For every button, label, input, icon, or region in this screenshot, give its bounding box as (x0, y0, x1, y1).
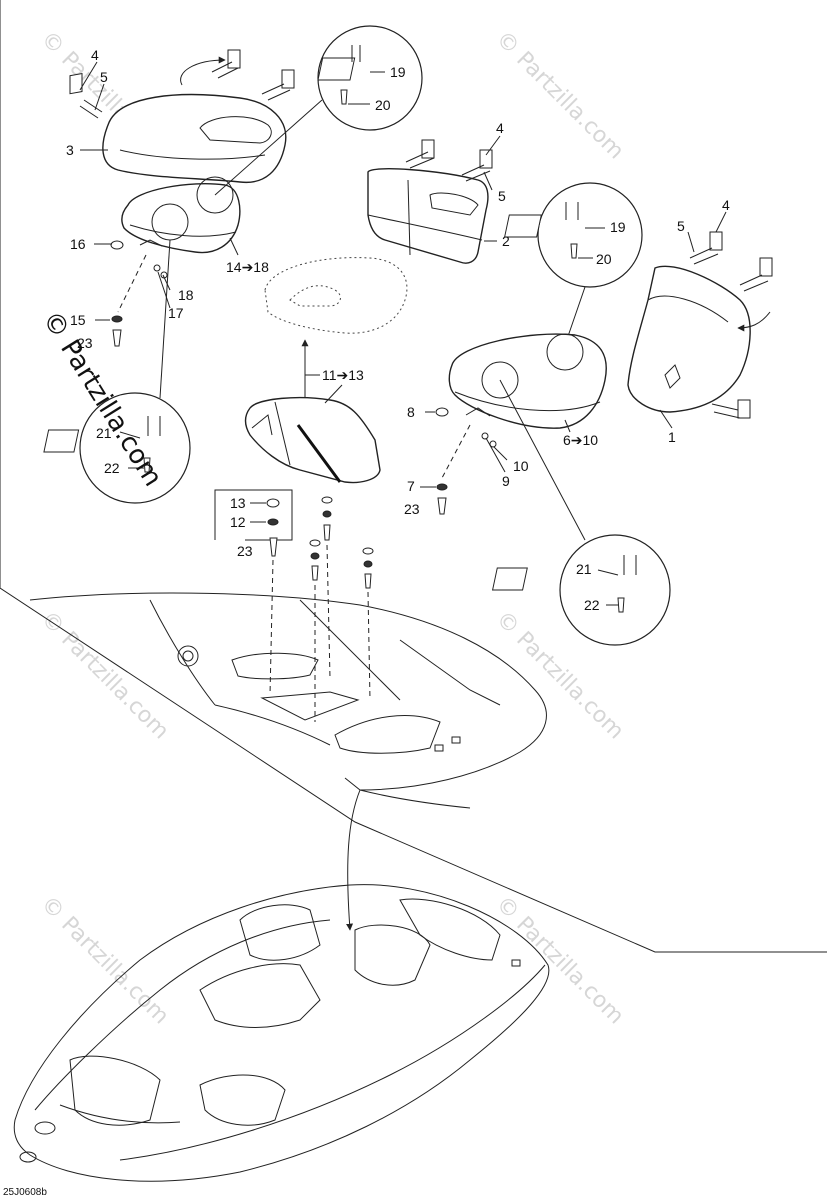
callout-9: 9 (502, 473, 510, 489)
detail-circle-21-22-right (491, 379, 671, 646)
backrest-2 (367, 168, 489, 264)
callout-21: 21 (96, 425, 112, 441)
hardware-seat-6 (435, 407, 497, 515)
callout-19: 19 (390, 64, 406, 80)
callout-19: 19 (610, 219, 626, 235)
leader-to-boat (346, 789, 361, 931)
watermark-tile: © Partzilla.com (491, 27, 629, 165)
watermark-tile: © Partzilla.com (36, 892, 174, 1030)
detail-circle-21-22-left (43, 239, 191, 504)
detail-circle-19-20-right (504, 182, 643, 346)
diagram-frame (0, 0, 827, 953)
group-box-12-13 (214, 489, 293, 557)
callout-20: 20 (596, 251, 612, 267)
backrest-1 (627, 265, 771, 413)
callout-12: 12 (230, 514, 246, 530)
callout-10: 10 (513, 458, 529, 474)
callout-14-18: 14➔18 (226, 259, 269, 275)
callout-15: 15 (70, 312, 86, 328)
callout-18: 18 (178, 287, 194, 303)
callout-23: 23 (237, 543, 253, 559)
seat-cushion-14 (121, 176, 241, 254)
callout-1: 1 (668, 429, 676, 445)
clip-group-center (405, 139, 493, 182)
callout-16: 16 (70, 236, 86, 252)
callout-23: 23 (77, 335, 93, 351)
backrest-3 (102, 56, 287, 184)
boat-overview (13, 884, 550, 1182)
callout-8: 8 (407, 404, 415, 420)
reference-code: 25J0608b (3, 1187, 47, 1198)
phantom-cushion-outline (264, 257, 408, 334)
callout-4: 4 (722, 197, 730, 213)
boat-hull-detail (29, 592, 547, 809)
hardware-seat-14 (110, 239, 168, 347)
callout-labels: 4 5 3 16 14➔18 18 17 15 23 21 22 19 20 4… (66, 47, 730, 613)
clip-group-right (689, 231, 773, 419)
fastener-columns (269, 496, 374, 722)
callout-17: 17 (168, 305, 184, 321)
seat-cushion-6 (448, 333, 607, 429)
callout-22: 22 (584, 597, 600, 613)
watermark-tile: © Partzilla.com (491, 892, 629, 1030)
callout-22: 22 (104, 460, 120, 476)
watermark-tiles: © Partzilla.com © Partzilla.com © Partzi… (36, 27, 629, 1030)
callout-7: 7 (407, 478, 415, 494)
callout-21: 21 (576, 561, 592, 577)
seat-cushion-11 (244, 396, 381, 484)
watermark-tile: © Partzilla.com (36, 607, 174, 745)
callout-5: 5 (677, 218, 685, 234)
callout-5: 5 (498, 188, 506, 204)
detail-circle-19-20 (214, 25, 423, 196)
clip-group-top-left (69, 49, 295, 119)
callout-3: 3 (66, 142, 74, 158)
callout-5: 5 (100, 69, 108, 85)
callout-2: 2 (502, 233, 510, 249)
callout-20: 20 (375, 97, 391, 113)
phantom-cushion-detail (289, 285, 341, 307)
callout-leaders (79, 61, 727, 488)
callout-11-13: 11➔13 (322, 367, 364, 383)
callout-23: 23 (404, 501, 420, 517)
callout-4: 4 (496, 120, 504, 136)
callout-6-10: 6➔10 (563, 432, 598, 448)
callout-13: 13 (230, 495, 246, 511)
callout-4: 4 (91, 47, 99, 63)
